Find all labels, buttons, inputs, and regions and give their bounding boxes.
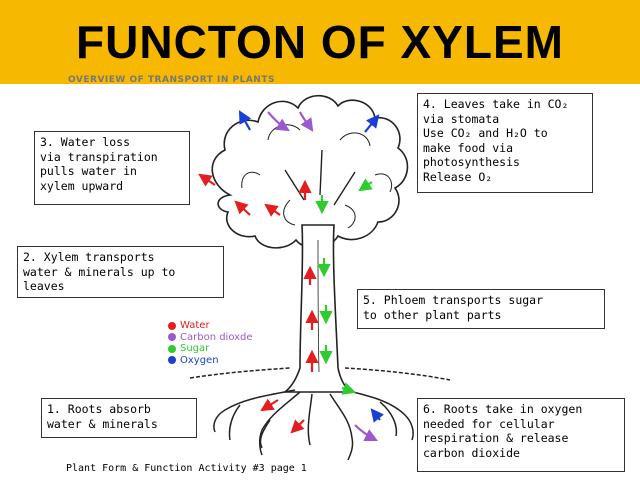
callout-xylem-transport: 2. Xylem transports water & minerals up … [17, 246, 224, 298]
tree-canopy [211, 94, 409, 249]
callout-transpiration: 3. Water loss via transpiration pulls wa… [34, 131, 190, 205]
ground-line [189, 367, 451, 381]
callout-phloem-transport: 5. Phloem transports sugar to other plan… [357, 289, 605, 329]
co2-arrows [267, 111, 378, 441]
callout-roots-absorb: 1. Roots absorb water & minerals [41, 398, 197, 438]
sugar-dot-icon [168, 344, 176, 353]
legend-item-sugar: Sugar [168, 343, 253, 355]
diagram-subtitle: OVERVIEW OF TRANSPORT IN PLANTS [68, 75, 275, 85]
tree-roots [213, 389, 414, 461]
page-footer: Plant Form & Function Activity #3 page 1 [66, 463, 307, 474]
legend-item-carbon-dioxide: Carbon dioxde [168, 332, 253, 344]
sugar-arrows [315, 178, 373, 395]
page-title: FUNCTON OF XYLEM [76, 16, 564, 68]
callout-roots-oxygen: 6. Roots take in oxygen needed for cellu… [417, 398, 625, 472]
water-arrows [198, 173, 319, 434]
legend-item-water: Water [168, 320, 253, 332]
oxygen-arrows [238, 110, 385, 423]
color-legend: Water Carbon dioxde Sugar Oxygen [168, 320, 253, 366]
water-dot-icon [168, 321, 176, 330]
callout-photosynthesis: 4. Leaves take in CO₂ via stomata Use CO… [417, 93, 593, 193]
co2-dot-icon [168, 333, 176, 342]
oxygen-dot-icon [168, 356, 176, 365]
legend-item-oxygen: Oxygen [168, 355, 253, 367]
title-banner [0, 0, 640, 84]
